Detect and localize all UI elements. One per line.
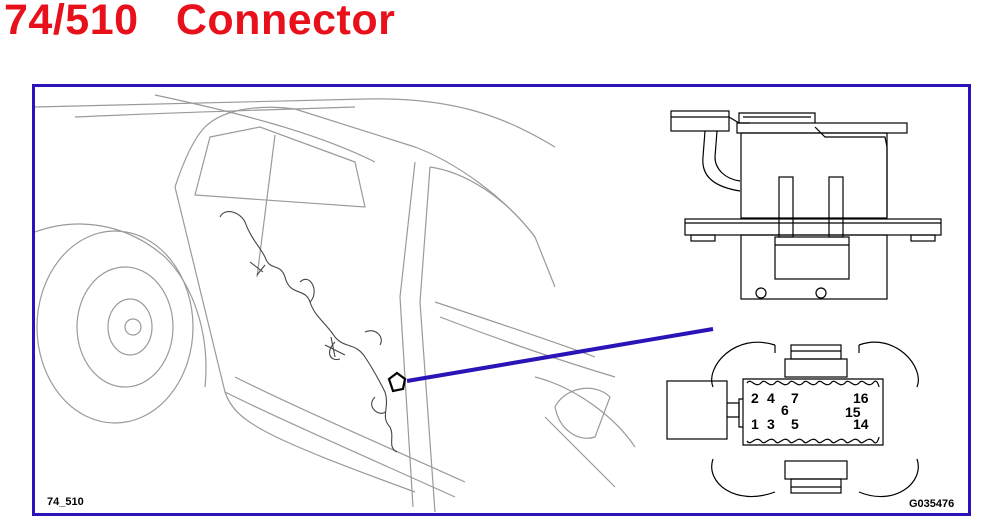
- wiring-harness: [219, 211, 398, 453]
- pin-label-2: 2: [751, 390, 759, 406]
- connector-location-diagram: 2 4 7 6 1 3 5 16 15 14: [35, 94, 942, 513]
- figure-ref-left: 74_510: [47, 496, 84, 508]
- pin-label-4: 4: [767, 390, 775, 406]
- connector-marker: [387, 371, 407, 393]
- pin-labels: 2 4 7 6 1 3 5 16 15 14: [751, 390, 869, 432]
- pin-label-7: 7: [791, 390, 799, 406]
- pin-label-6: 6: [781, 402, 789, 418]
- pointer-line: [406, 327, 714, 383]
- figure-ref-right: G035476: [909, 498, 955, 510]
- pin-label-1: 1: [751, 416, 759, 432]
- connector-side-view: [670, 110, 942, 300]
- pin-label-14: 14: [853, 416, 869, 432]
- pin-label-3: 3: [767, 416, 775, 432]
- pin-label-5: 5: [791, 416, 799, 432]
- connector-face-view: [666, 341, 919, 498]
- page-title: 74/510 Connector: [4, 0, 396, 44]
- pin-label-16: 16: [853, 390, 869, 406]
- car-illustration: [35, 94, 636, 513]
- diagram-frame: 2 4 7 6 1 3 5 16 15 14 74_510 G035476: [32, 84, 971, 516]
- pin-label-15: 15: [845, 404, 861, 420]
